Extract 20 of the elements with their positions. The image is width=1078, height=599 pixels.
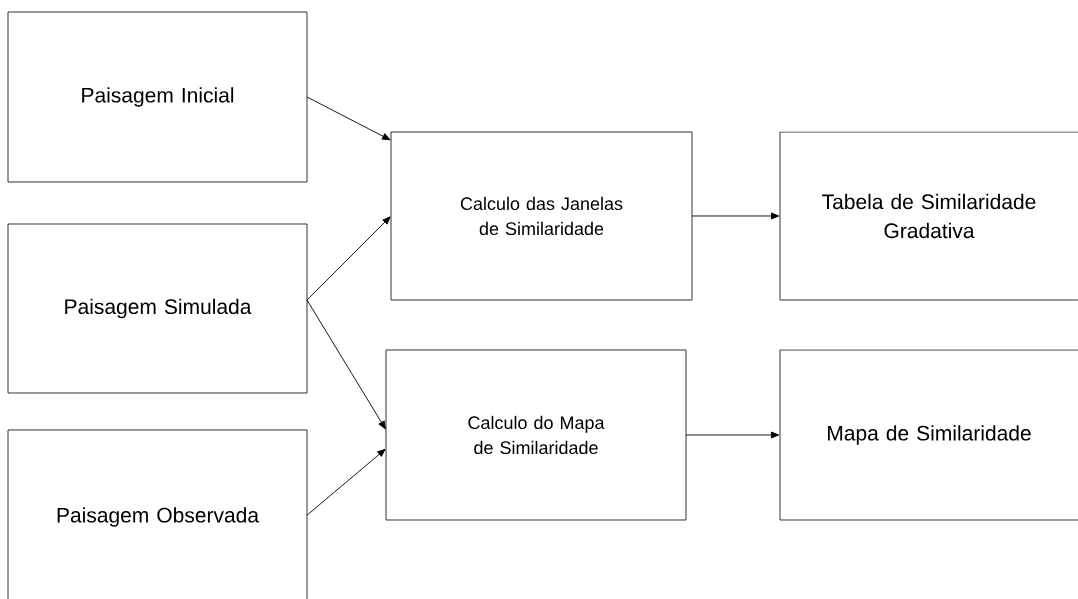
arrow [306,448,386,516]
node-label: Tabela de Similaridade Gradativa [822,193,1036,239]
process-box [385,349,687,521]
arrow [306,299,386,430]
process-box [7,223,308,394]
node-label: Paisagem Inicial [82,87,234,107]
node-label: Paisagem Observada [57,507,260,527]
node-label: Mapa de Similaridade [828,425,1031,445]
arrow [685,431,780,439]
process-box [779,349,1078,521]
node-label: Calculo das Janelas de Similaridade [460,196,623,236]
arrow [306,96,391,141]
node-label: Paisagem Simulada [65,298,252,319]
node-label: Calculo do Mapa de Similaridade [468,415,605,455]
process-box [779,131,1078,301]
process-box [390,131,693,301]
process-box [7,11,308,183]
process-box [7,429,308,599]
arrow [691,212,780,220]
arrow [306,216,391,301]
